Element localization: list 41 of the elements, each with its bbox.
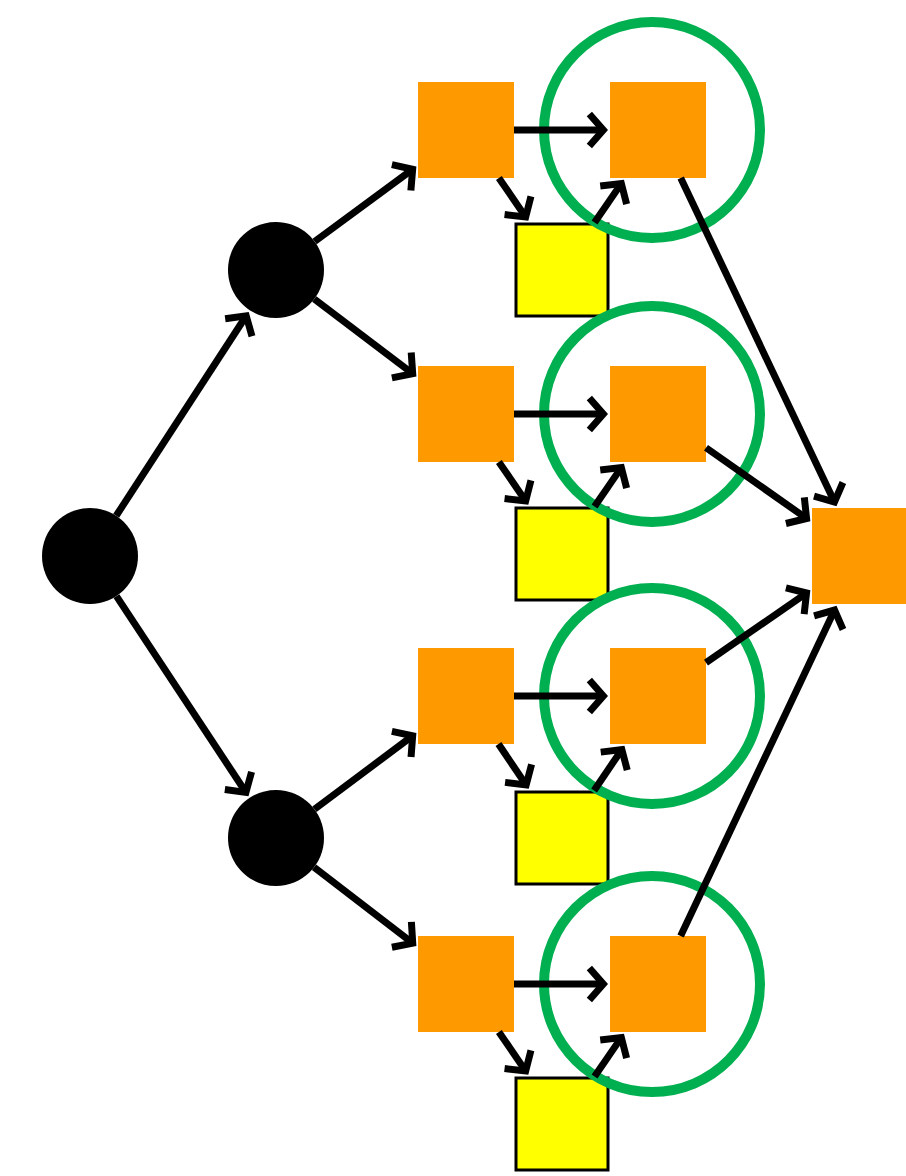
arrow (677, 176, 847, 507)
arrow (312, 161, 417, 245)
arrow (495, 742, 535, 789)
square-node (514, 506, 610, 602)
circle-node (228, 222, 324, 318)
ring-highlight (539, 301, 765, 527)
arrow (514, 965, 608, 1003)
arrow (704, 584, 811, 666)
ring-highlight (539, 17, 765, 243)
square-node (418, 936, 514, 1032)
arrow (496, 460, 535, 505)
arrow (496, 176, 535, 221)
arrow (591, 179, 630, 225)
arrow (311, 864, 417, 951)
arrow (312, 296, 417, 382)
circle-node (228, 790, 324, 886)
arrow (704, 444, 811, 527)
square-node (610, 648, 706, 744)
square-node (418, 82, 514, 178)
arrow (514, 677, 608, 715)
arrow (514, 395, 608, 433)
square-node (610, 936, 706, 1032)
ring-highlight (539, 871, 765, 1097)
arrow (591, 745, 631, 793)
arrow (496, 1030, 535, 1075)
square-node (418, 366, 514, 462)
square-node (514, 222, 610, 318)
ring-highlight (539, 583, 765, 809)
arrow (113, 311, 256, 518)
square-node (514, 790, 610, 886)
arrow (591, 463, 630, 509)
arrow (677, 605, 847, 938)
square-node (610, 366, 706, 462)
arrow (312, 727, 417, 813)
square-node (514, 1076, 610, 1172)
square-node (418, 648, 514, 744)
arrow (113, 594, 255, 797)
arrow (591, 1033, 630, 1079)
arrow (514, 111, 608, 149)
circle-node (42, 508, 138, 604)
square-node (610, 82, 706, 178)
